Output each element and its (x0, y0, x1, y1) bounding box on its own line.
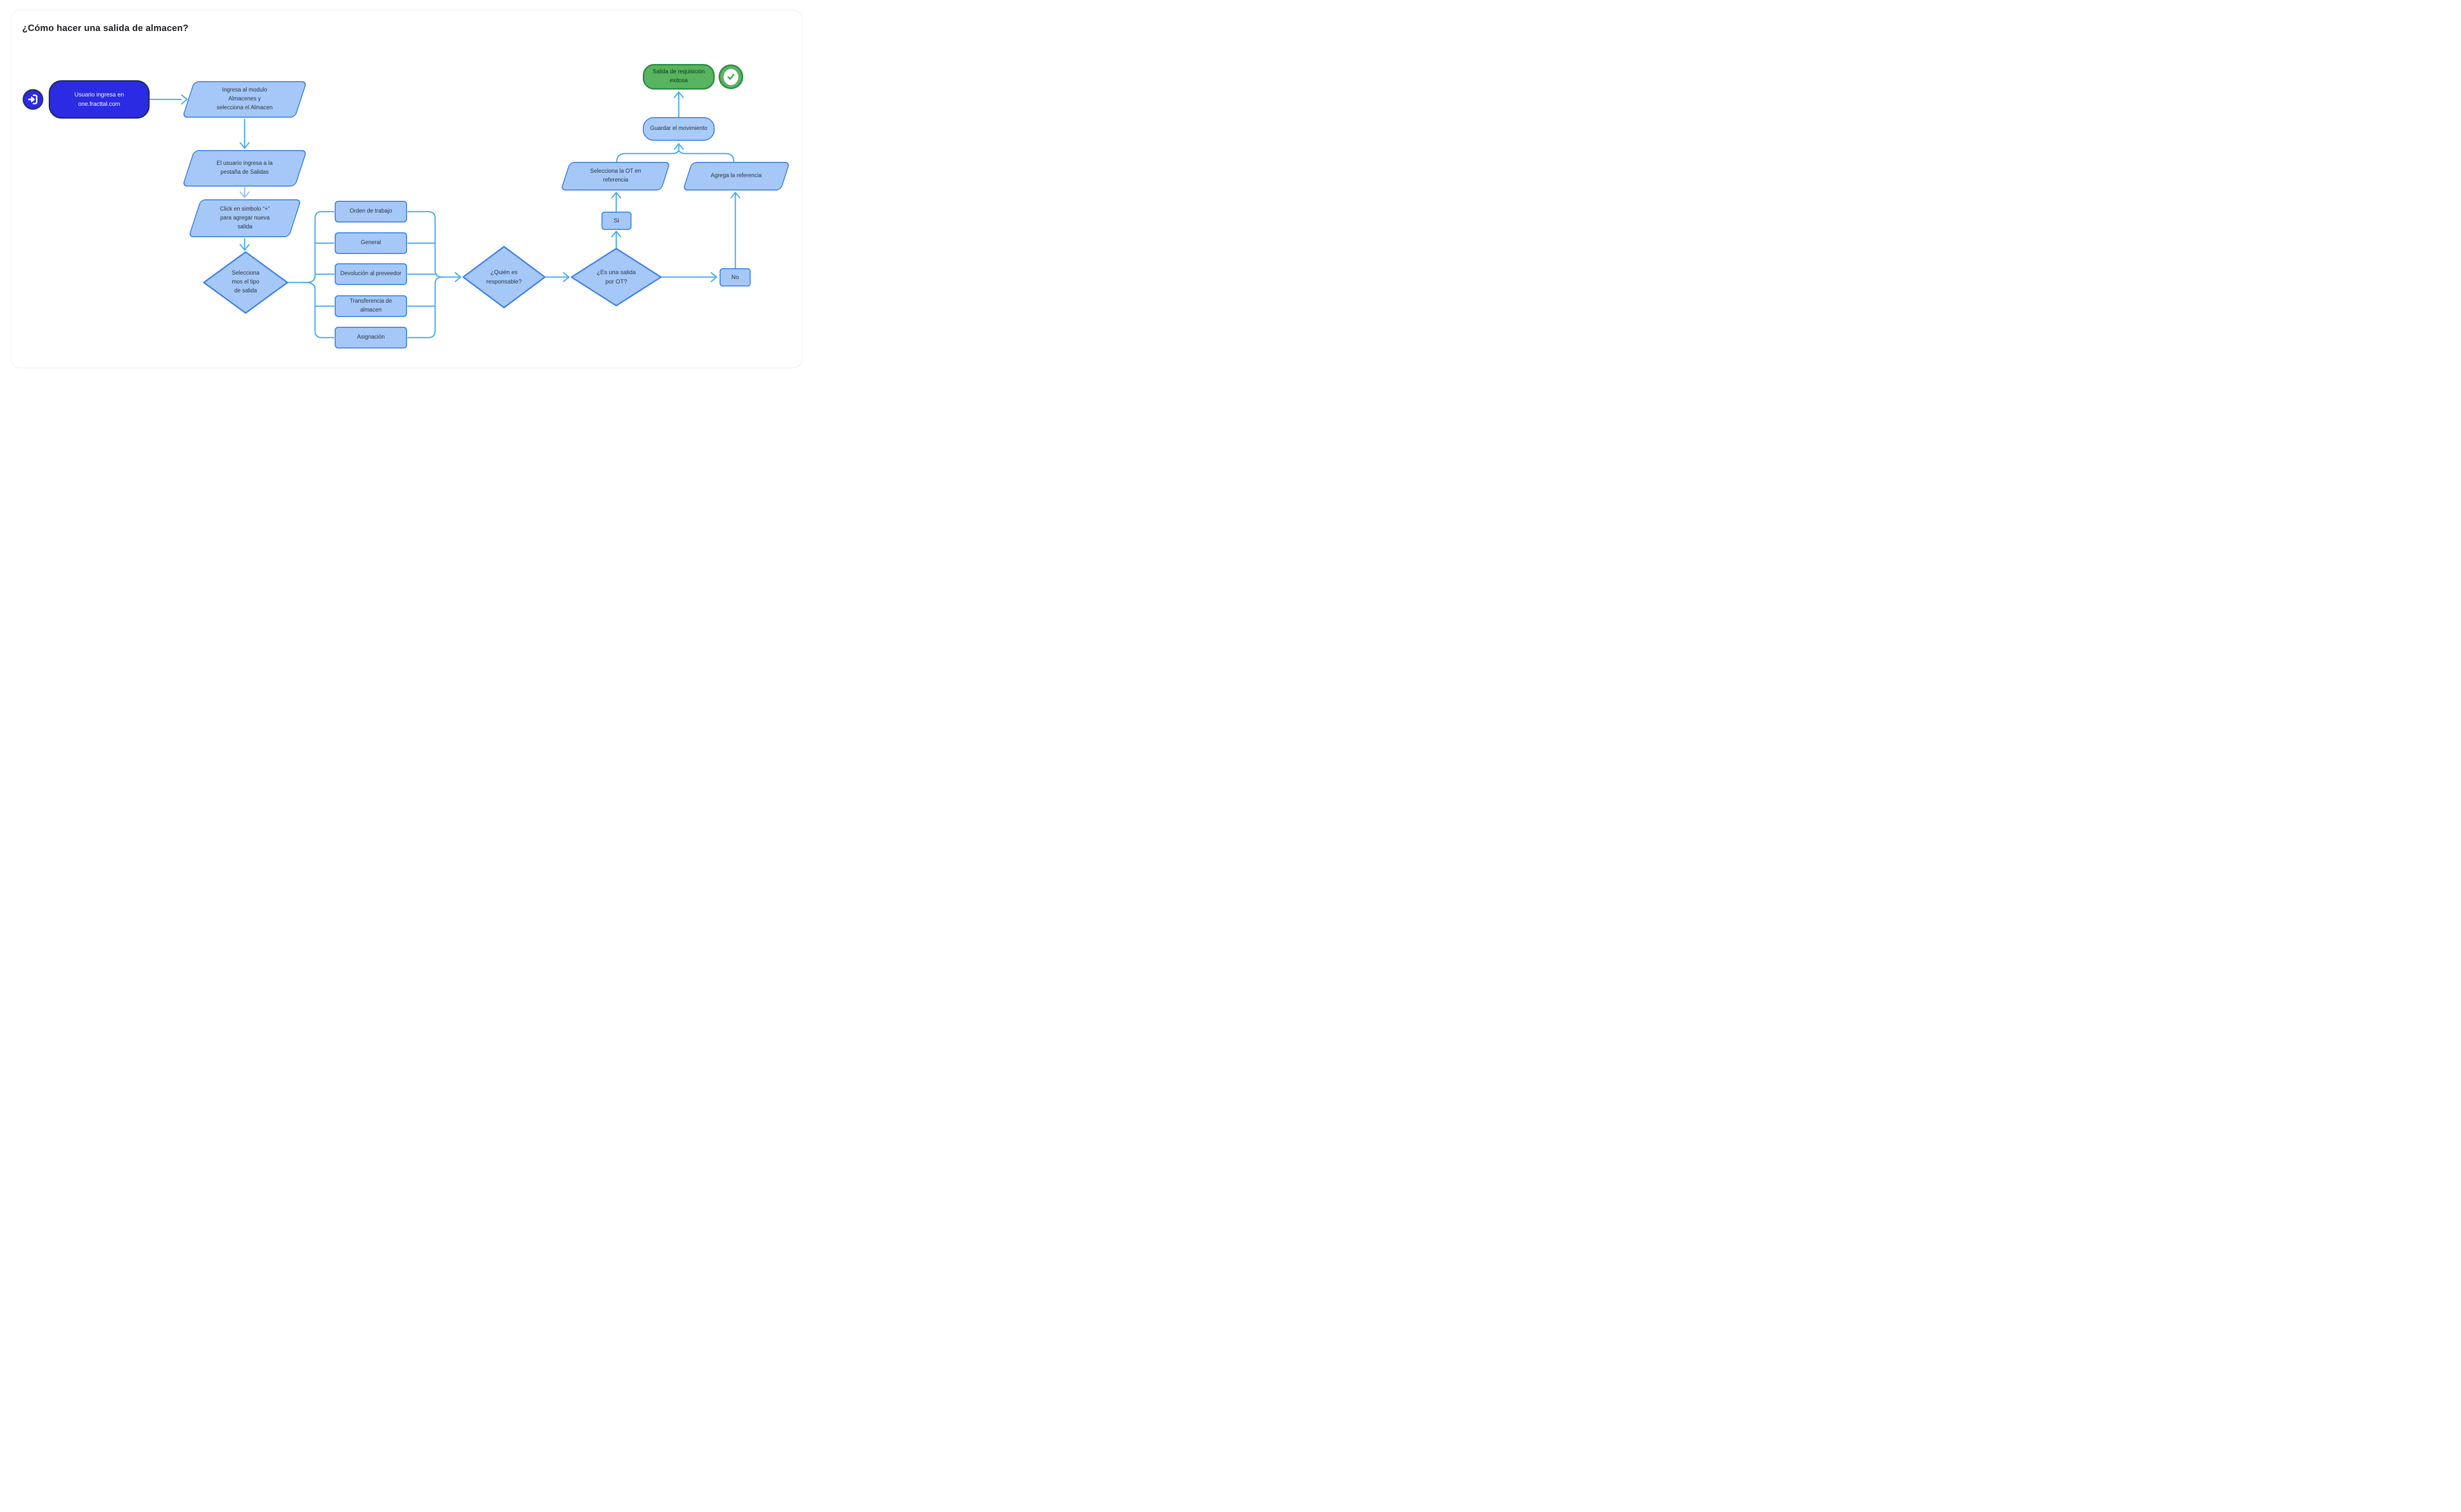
node-label: Ingresa al modulo Almacenes y selecciona… (217, 87, 273, 111)
node-label: Click en simbolo “+” para agregar nueva … (220, 206, 270, 230)
node-start-entry: Usuario ingresa en one.fracttal.com (49, 80, 150, 119)
check-icon (719, 64, 743, 89)
page-title: ¿Cómo hacer una salida de almacen? (22, 23, 189, 33)
node-option-orden-trabajo: Orden de trabajo (335, 201, 407, 222)
node-option-transferencia: Transferencia de almacen (335, 295, 407, 317)
node-label: El usuario ingresa a la pestaña de Salid… (217, 160, 273, 175)
node-label: Selecciona la OT en referencia (590, 168, 641, 183)
node-label: Agrega la referencia (711, 173, 762, 179)
node-select-type-label: Selecciona mos el tipo de salida (231, 270, 260, 294)
node-click-plus: Click en simbolo “+” para agregar nueva … (188, 199, 302, 237)
node-no: No (720, 268, 751, 286)
node-yes: Si (601, 212, 631, 230)
node-option-general: General (335, 232, 407, 254)
node-success: Salida de requisición exitosa (643, 64, 715, 90)
node-option-asignacion: Asignación (335, 327, 407, 348)
node-add-reference: Agrega la referencia (682, 162, 790, 190)
check-icon-inner (724, 68, 738, 85)
node-who-responsible-label: ¿Quién es responsable? (486, 269, 522, 285)
node-option-devolucion: Devolución al preveedor (335, 263, 407, 285)
node-is-ot-exit-label: ¿Es una salida por OT? (597, 269, 636, 285)
node-enter-module: Ingresa al modulo Almacenes y selecciona… (182, 81, 308, 118)
node-save-movement: Guardar el movimiento (643, 117, 715, 141)
node-enter-tab: El usuario ingresa a la pestaña de Salid… (182, 150, 308, 187)
node-select-ot: Selecciona la OT en referencia (560, 162, 671, 190)
flowchart-canvas: ¿Cómo hacer una salida de almacen? (0, 0, 813, 378)
login-icon (23, 89, 43, 110)
